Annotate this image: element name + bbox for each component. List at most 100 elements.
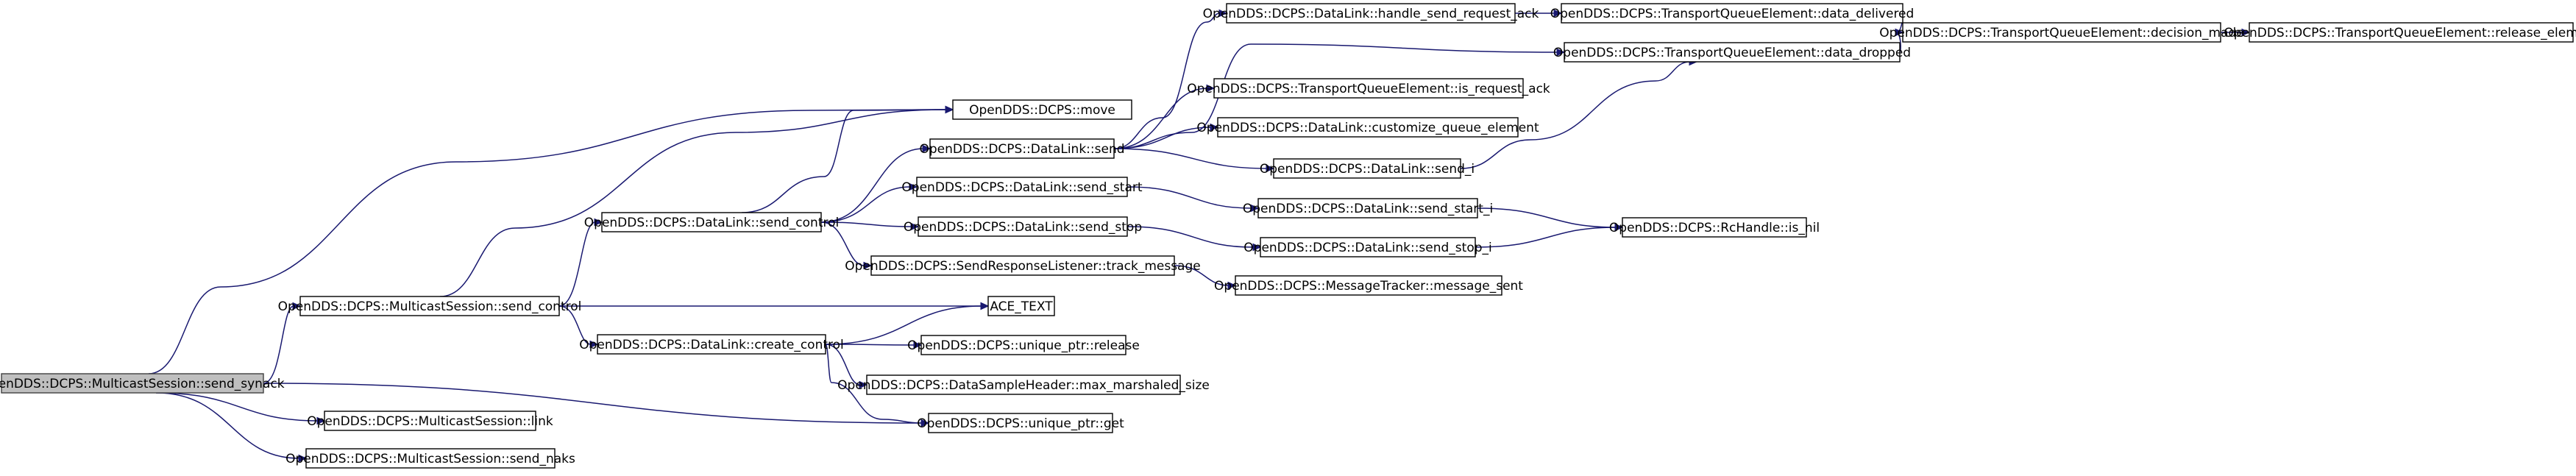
call-edge-dl_send_stop-to-dl_send_stop_i <box>1126 226 1262 252</box>
node-send-synack[interactable]: OpenDDS::DCPS::MulticastSession::send_sy… <box>0 373 285 394</box>
node-dl-send-stop[interactable]: OpenDDS::DCPS::DataLink::send_stop <box>904 216 1142 237</box>
node-dl-send[interactable]: OpenDDS::DCPS::DataLink::send <box>919 138 1125 159</box>
node-label: OpenDDS::DCPS::DataSampleHeader::max_mar… <box>837 378 1210 393</box>
call-edge-dl_send-to-dl_send_i <box>1113 148 1275 173</box>
arrowhead <box>909 182 918 191</box>
call-edge-dl_send-to-tqe_data_dropped <box>1113 43 1566 149</box>
arrowhead <box>1553 9 1563 18</box>
node-box <box>1622 217 1807 238</box>
arrowhead <box>1210 123 1219 132</box>
node-box <box>597 334 826 355</box>
node-dl-send-start-i[interactable]: OpenDDS::DCPS::DataLink::send_start_i <box>1243 198 1493 219</box>
node-dl-create-control[interactable]: OpenDDS::DCPS::DataLink::create_control <box>579 334 844 355</box>
node-box <box>601 212 822 232</box>
node-dl-send-i[interactable]: OpenDDS::DCPS::DataLink::send_i <box>1260 158 1475 179</box>
node-ms-link[interactable]: OpenDDS::DCPS::MulticastSession::link <box>307 411 553 431</box>
arrowhead <box>1252 243 1262 252</box>
call-edge-ms_send_control-to-dl_send_control <box>558 218 603 307</box>
node-label: OpenDDS::DCPS::MulticastSession::link <box>307 414 553 429</box>
call-edge-dl_send_control-to-dl_send <box>820 144 932 223</box>
node-ms-send-naks[interactable]: OpenDDS::DCPS::MulticastSession::send_na… <box>285 448 575 469</box>
node-label: ACE_TEXT <box>990 299 1053 314</box>
arrowhead <box>1218 9 1228 18</box>
node-ms-send-control[interactable]: OpenDDS::DCPS::MulticastSession::send_co… <box>278 296 582 316</box>
call-edge-dl_send-to-dl_handle_send_request_ack <box>1113 9 1228 149</box>
node-up-release[interactable]: OpenDDS::DCPS::unique_ptr::release <box>907 335 1140 355</box>
call-edge-dl_create_control-to-up_get <box>825 344 930 427</box>
node-label: OpenDDS::DCPS::DataLink::send_stop_i <box>1243 241 1491 255</box>
node-label: OpenDDS::DCPS::TransportQueueElement::is… <box>1187 82 1550 96</box>
call-edge-send_synack-to-ms_send_control <box>263 302 302 384</box>
node-dl-customize-queue-element[interactable]: OpenDDS::DCPS::DataLink::customize_queue… <box>1196 117 1539 138</box>
call-edge-tqe_decision_made-to-tqe_release_element <box>2221 28 2251 37</box>
node-label: OpenDDS::DCPS::DataLink::send_start <box>901 180 1142 195</box>
node-tqe-data-delivered[interactable]: OpenDDS::DCPS::TransportQueueElement::da… <box>1550 3 1915 24</box>
node-ace-text[interactable]: ACE_TEXT <box>987 296 1055 316</box>
node-box <box>870 255 1175 276</box>
node-label: OpenDDS::DCPS::DataLink::handle_send_req… <box>1203 7 1539 21</box>
node-box <box>1213 78 1524 99</box>
arrowhead <box>1895 28 1904 37</box>
call-edge-dl_send_i-to-tqe_data_dropped <box>1460 57 1698 169</box>
call-edge-dl_send_start-to-dl_send_start_i <box>1126 186 1260 213</box>
node-tqe-data-dropped[interactable]: OpenDDS::DCPS::TransportQueueElement::da… <box>1553 42 1911 63</box>
node-label: OpenDDS::DCPS::MulticastSession::send_na… <box>285 452 575 466</box>
node-label: OpenDDS::DCPS::MulticastSession::send_sy… <box>0 377 285 391</box>
node-tqe-is-request-ack[interactable]: OpenDDS::DCPS::TransportQueueElement::is… <box>1187 78 1550 99</box>
node-box <box>952 99 1132 120</box>
call-edge-ms_send_control-to-ace_text <box>559 302 990 310</box>
arrowhead <box>594 218 603 227</box>
node-box <box>929 138 1115 159</box>
node-box <box>299 296 560 316</box>
node-box <box>916 177 1128 197</box>
node-box <box>1 373 264 394</box>
node-dsh-max-marshaled-size[interactable]: OpenDDS::DCPS::DataSampleHeader::max_mar… <box>837 374 1210 395</box>
node-label: OpenDDS::DCPS::DataLink::customize_queue… <box>1196 121 1539 135</box>
call-edge-dl_send_control-to-dl_send_stop <box>820 221 920 231</box>
node-label: OpenDDS::DCPS::TransportQueueElement::da… <box>1553 46 1911 60</box>
arrowhead <box>1556 48 1566 57</box>
call-edge-ms_send_control-to-dl_create_control <box>558 305 599 349</box>
arrowhead <box>1250 204 1260 213</box>
node-dl-send-control[interactable]: OpenDDS::DCPS::DataLink::send_control <box>584 212 839 232</box>
node-srl-track-message[interactable]: OpenDDS::DCPS::SendResponseListener::tra… <box>845 255 1201 276</box>
node-box <box>1564 42 1901 63</box>
node-tqe-decision-made[interactable]: OpenDDS::DCPS::TransportQueueElement::de… <box>1879 22 2244 43</box>
node-label: OpenDDS::DCPS::DataLink::send_start_i <box>1243 202 1493 216</box>
node-dcps-move[interactable]: OpenDDS::DCPS::move <box>952 99 1132 120</box>
node-rch-is-nil[interactable]: OpenDDS::DCPS::RcHandle::is_nil <box>1609 217 1820 238</box>
node-label: OpenDDS::DCPS::DataLink::create_control <box>579 338 844 352</box>
node-dl-send-start[interactable]: OpenDDS::DCPS::DataLink::send_start <box>901 177 1143 197</box>
arrowhead <box>920 419 930 427</box>
call-edge-send_synack-to-ms_link <box>155 392 326 425</box>
node-box <box>2249 22 2574 43</box>
node-box <box>305 448 556 469</box>
node-box <box>987 296 1055 316</box>
node-label: OpenDDS::DCPS::unique_ptr::release <box>907 338 1140 353</box>
node-mt-message-sent[interactable]: OpenDDS::DCPS::MessageTracker::message_s… <box>1214 275 1523 296</box>
arrowhead <box>922 144 932 153</box>
arrowhead <box>2241 28 2251 37</box>
node-label: OpenDDS::DCPS::TransportQueueElement::da… <box>1550 7 1915 21</box>
call-edge-dl_send_control-to-srl_track_message <box>820 221 873 270</box>
arrowhead <box>980 302 990 310</box>
arrowhead <box>945 105 954 114</box>
node-dl-handle-send-request-ack[interactable]: OpenDDS::DCPS::DataLink::handle_send_req… <box>1203 3 1539 24</box>
node-tqe-release-element[interactable]: OpenDDS::DCPS::TransportQueueElement::re… <box>2224 22 2576 43</box>
arrowhead <box>1266 164 1275 173</box>
node-up-get[interactable]: OpenDDS::DCPS::unique_ptr::get <box>917 413 1124 433</box>
node-box <box>866 374 1181 395</box>
call-edge-dl_handle_send_request_ack-to-tqe_data_delivered <box>1515 9 1563 18</box>
node-box <box>920 335 1126 355</box>
call-edge-dl_send_stop_i-to-rch_is_nil <box>1475 223 1624 248</box>
arrowhead <box>292 302 302 310</box>
node-label: OpenDDS::DCPS::SendResponseListener::tra… <box>845 259 1200 274</box>
node-label: OpenDDS::DCPS::DataLink::send_stop <box>904 220 1142 235</box>
arrowhead <box>298 454 308 463</box>
node-dl-send-stop-i[interactable]: OpenDDS::DCPS::DataLink::send_stop_i <box>1243 237 1492 257</box>
node-box <box>1257 198 1478 219</box>
node-box <box>324 411 536 431</box>
node-label: OpenDDS::DCPS::move <box>969 103 1115 118</box>
node-box <box>1561 3 1903 24</box>
